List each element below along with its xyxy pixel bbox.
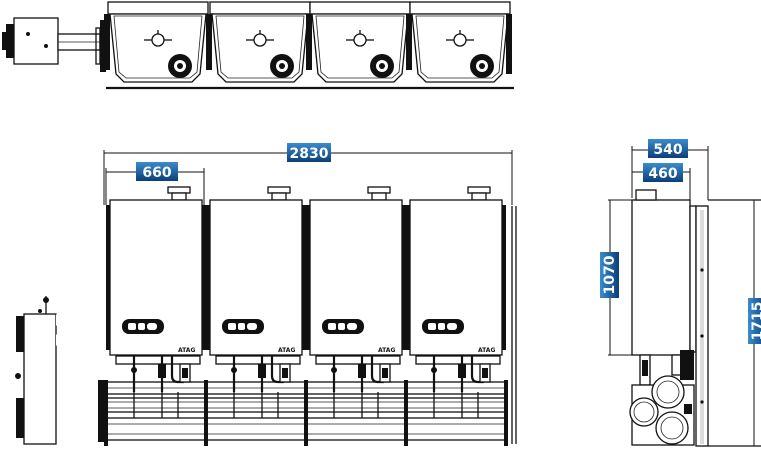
side-view: 540 460 1070 1715 xyxy=(600,139,761,447)
dimension-unit-width-label: 660 xyxy=(142,165,171,181)
dimension-unit-height: 1070 xyxy=(600,252,619,298)
dimension-side-depth-inner-label: 460 xyxy=(648,166,677,182)
dimension-total-height: 1715 xyxy=(748,298,761,344)
dimension-side-depth-outer-label: 540 xyxy=(653,142,682,158)
dimension-total-height-label: 1715 xyxy=(750,302,761,341)
dimension-total-width-label: 2830 xyxy=(290,146,329,162)
dimension-total-width: 2830 xyxy=(287,143,331,162)
top-view xyxy=(2,1,514,90)
dimension-side-depth-inner: 460 xyxy=(643,163,683,182)
front-view: 2830 660 xyxy=(15,143,517,447)
dimension-unit-height-label: 1070 xyxy=(602,255,618,294)
dimension-side-depth-outer: 540 xyxy=(648,139,688,158)
dimension-unit-width: 660 xyxy=(136,162,178,181)
